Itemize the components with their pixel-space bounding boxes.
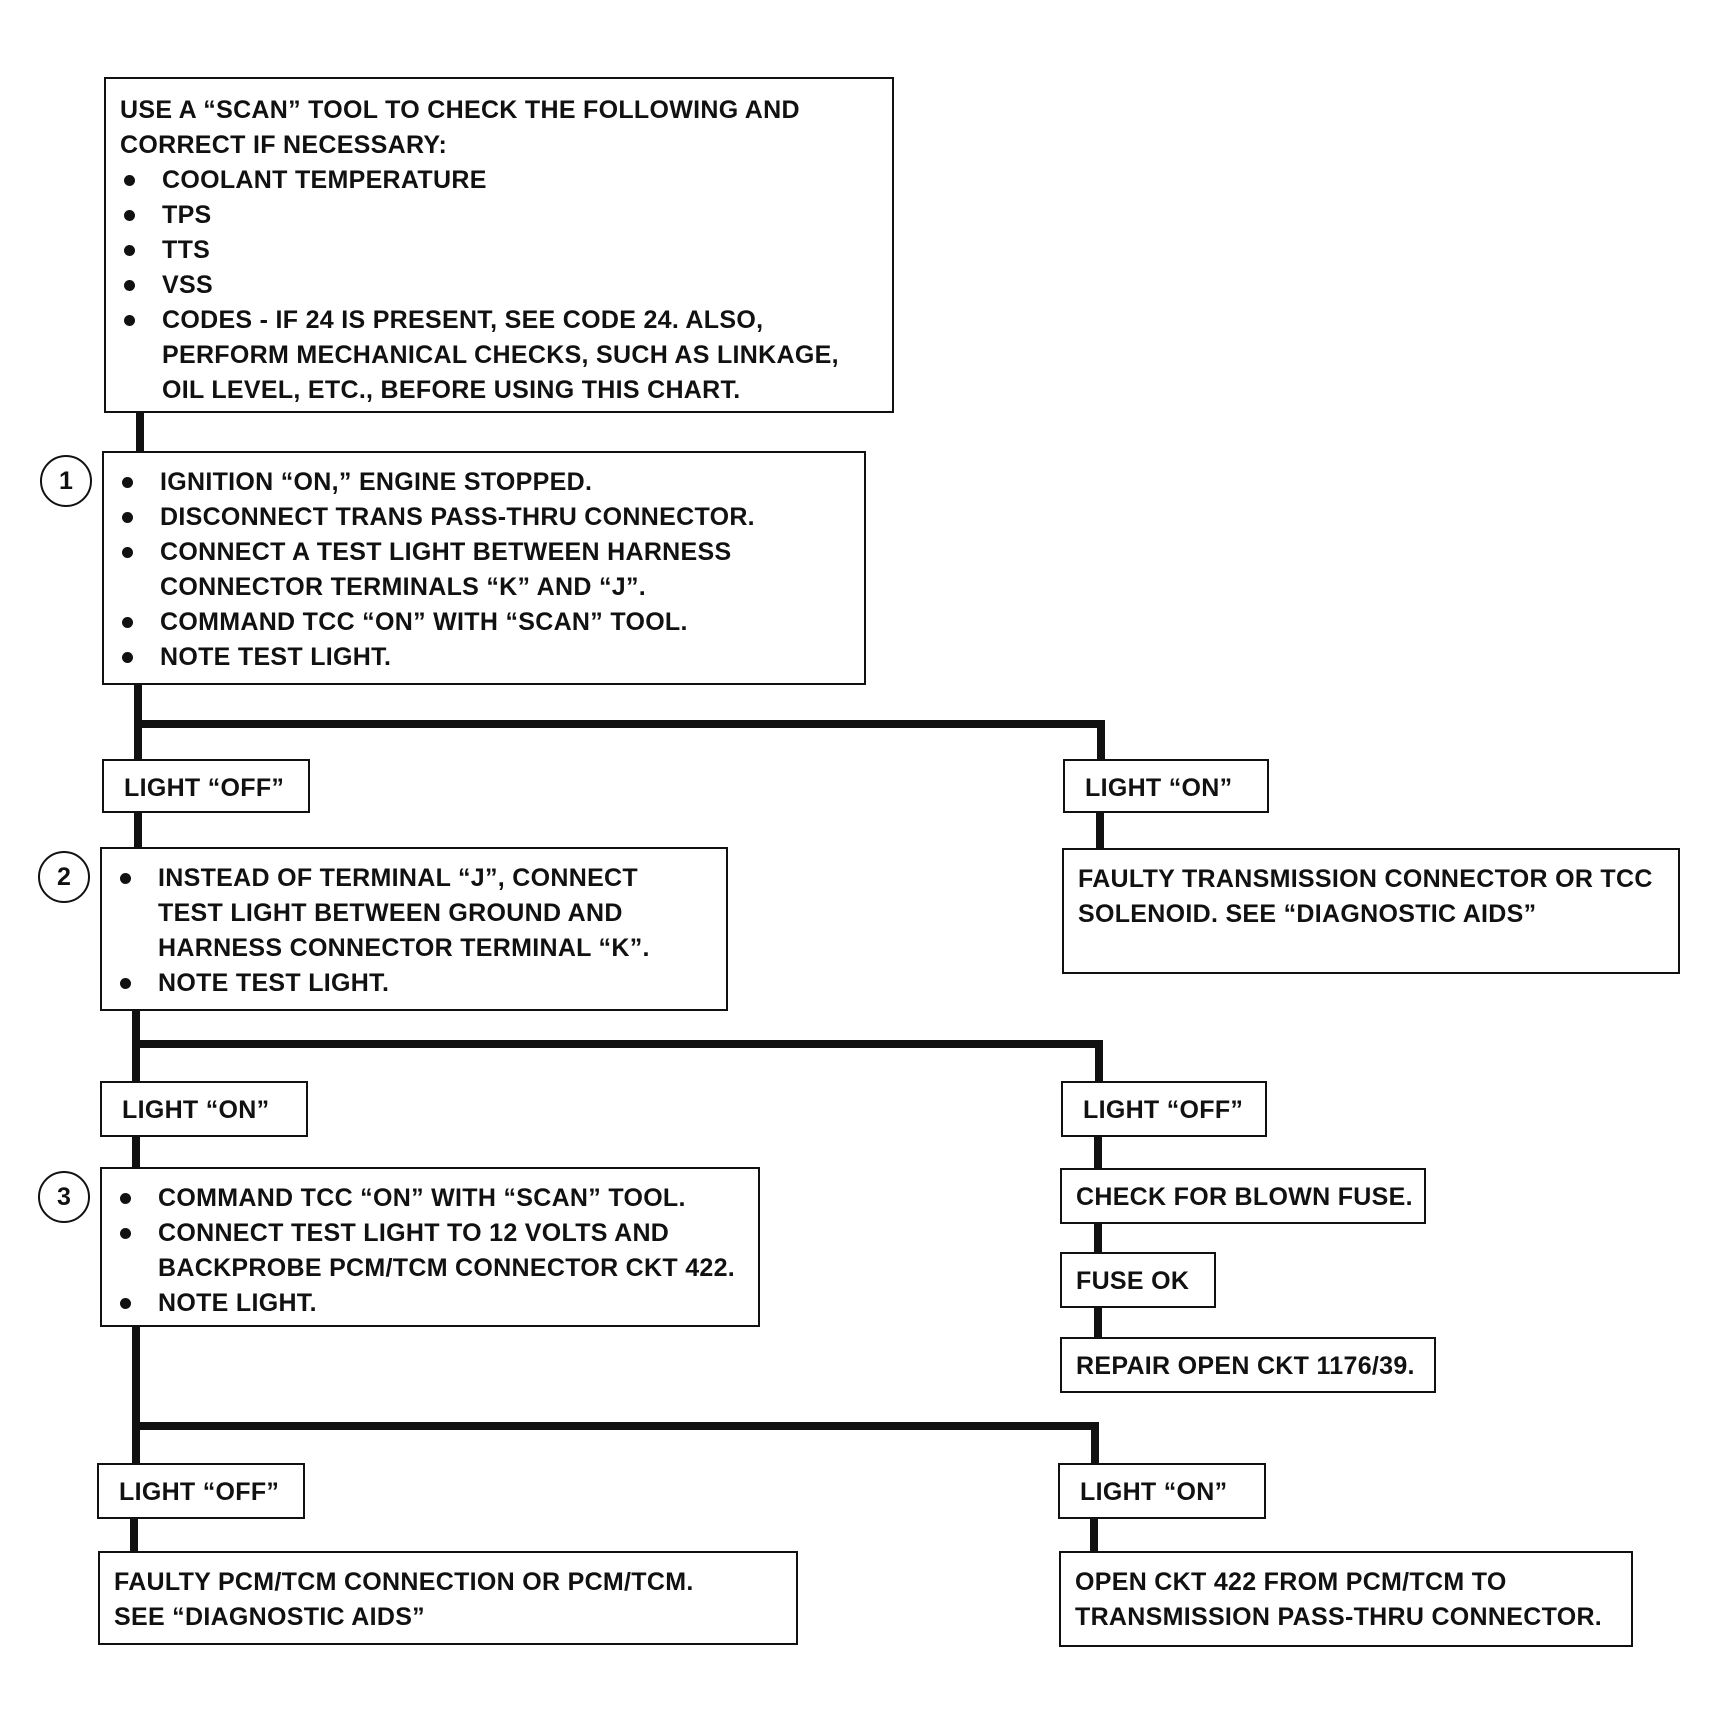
bullet-icon — [124, 315, 135, 326]
bullet-icon — [122, 512, 133, 523]
connector-branch2-left-to-step3 — [132, 1134, 140, 1170]
check-item-tts: TTS — [120, 233, 878, 268]
scan-tool-check-box: USE A “SCAN” TOOL TO CHECK THE FOLLOWING… — [104, 77, 894, 413]
branch2-light-on-label: LIGHT “ON” — [100, 1081, 308, 1137]
connector-branch1-left-to-step2 — [134, 810, 142, 850]
bullet-icon — [120, 1228, 131, 1239]
step1-item: NOTE TEST LIGHT. — [118, 640, 850, 675]
connector-branch3-right-to-result — [1090, 1514, 1098, 1552]
check-item-codes: CODES - IF 24 IS PRESENT, SEE CODE 24. A… — [120, 303, 878, 408]
step3-item: CONNECT TEST LIGHT TO 12 VOLTS AND BACKP… — [116, 1216, 744, 1286]
connector-step3-trunk — [132, 1324, 140, 1464]
step-number-1: 1 — [40, 455, 92, 507]
step-number-2: 2 — [38, 851, 90, 903]
intro-line: CORRECT IF NECESSARY: — [120, 131, 448, 159]
connector-check-to-fuse — [1094, 1220, 1102, 1252]
bullet-icon — [122, 547, 133, 558]
step2-item: INSTEAD OF TERMINAL “J”, CONNECT TEST LI… — [116, 861, 712, 966]
check-item-coolant: COOLANT TEMPERATURE — [120, 163, 878, 198]
branch1-light-on-label: LIGHT “ON” — [1063, 759, 1269, 813]
bullet-icon — [122, 652, 133, 663]
step1-box: IGNITION “ON,” ENGINE STOPPED. DISCONNEC… — [102, 451, 866, 685]
open-ckt-422-result-box: OPEN CKT 422 FROM PCM/TCM TO TRANSMISSIO… — [1059, 1551, 1633, 1647]
connector-branch3-horizontal — [132, 1422, 1099, 1430]
step3-box: COMMAND TCC “ON” WITH “SCAN” TOOL. CONNE… — [100, 1167, 760, 1327]
connector-fuse-to-repair — [1094, 1306, 1102, 1338]
bullet-icon — [120, 978, 131, 989]
bullet-icon — [124, 280, 135, 291]
bullet-icon — [120, 873, 131, 884]
step1-item: IGNITION “ON,” ENGINE STOPPED. — [118, 465, 850, 500]
step2-box: INSTEAD OF TERMINAL “J”, CONNECT TEST LI… — [100, 847, 728, 1011]
step2-item: NOTE TEST LIGHT. — [116, 966, 712, 1001]
connector-branch2-horizontal — [132, 1040, 1103, 1048]
connector-branch1-horizontal — [134, 720, 1105, 728]
bullet-icon — [124, 210, 135, 221]
fuse-ok-box: FUSE OK — [1060, 1252, 1216, 1308]
step3-item: NOTE LIGHT. — [116, 1286, 744, 1321]
bullet-icon — [122, 617, 133, 628]
branch3-light-on-label: LIGHT “ON” — [1058, 1463, 1266, 1519]
faulty-pcm-result-box: FAULTY PCM/TCM CONNECTION OR PCM/TCM. SE… — [98, 1551, 798, 1645]
step1-item: CONNECT A TEST LIGHT BETWEEN HARNESS CON… — [118, 535, 850, 605]
bullet-icon — [124, 175, 135, 186]
repair-open-ckt-box: REPAIR OPEN CKT 1176/39. — [1060, 1337, 1436, 1393]
bullet-icon — [124, 245, 135, 256]
branch2-light-off-label: LIGHT “OFF” — [1061, 1081, 1267, 1137]
branch1-light-off-label: LIGHT “OFF” — [102, 759, 310, 813]
intro-line: USE A “SCAN” TOOL TO CHECK THE FOLLOWING… — [120, 96, 800, 124]
step1-item: DISCONNECT TRANS PASS-THRU CONNECTOR. — [118, 500, 850, 535]
step1-item: COMMAND TCC “ON” WITH “SCAN” TOOL. — [118, 605, 850, 640]
check-blown-fuse-box: CHECK FOR BLOWN FUSE. — [1060, 1168, 1426, 1224]
bullet-icon — [122, 477, 133, 488]
check-item-vss: VSS — [120, 268, 878, 303]
connector-branch2-right-drop — [1095, 1040, 1103, 1082]
branch3-light-off-label: LIGHT “OFF” — [97, 1463, 305, 1519]
faulty-connector-result-box: FAULTY TRANSMISSION CONNECTOR OR TCC SOL… — [1062, 848, 1680, 974]
connector-branch3-left-to-result — [130, 1514, 138, 1552]
connector-branch2-right-to-check — [1094, 1134, 1102, 1170]
connector-branch1-right-to-result — [1096, 810, 1104, 850]
step-number-3: 3 — [38, 1171, 90, 1223]
bullet-icon — [120, 1298, 131, 1309]
connector-top-to-step1 — [136, 412, 144, 456]
step3-item: COMMAND TCC “ON” WITH “SCAN” TOOL. — [116, 1181, 744, 1216]
connector-branch1-right-drop — [1097, 720, 1105, 760]
connector-branch3-right-drop — [1091, 1422, 1099, 1464]
check-item-tps: TPS — [120, 198, 878, 233]
bullet-icon — [120, 1193, 131, 1204]
